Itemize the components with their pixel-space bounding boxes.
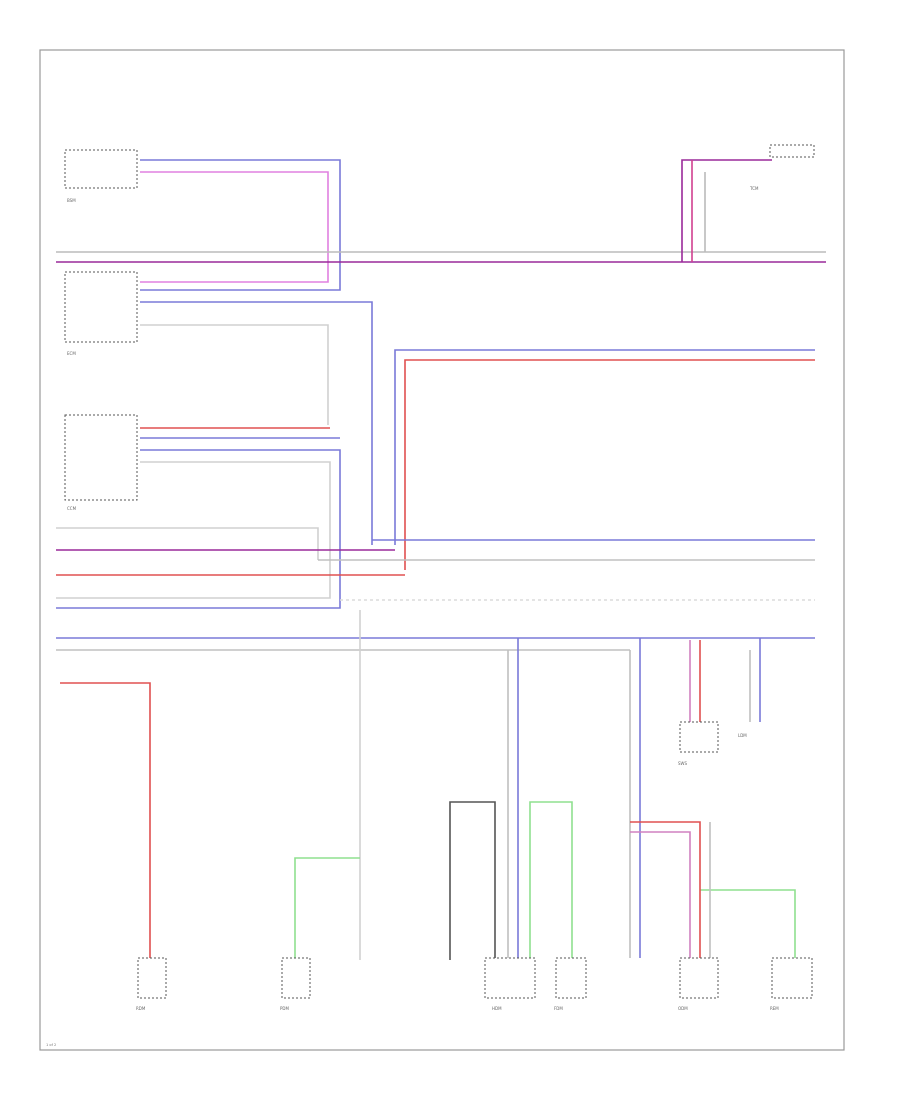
- module-bottom-2: [281, 957, 311, 999]
- module-bottom-1: [137, 957, 167, 999]
- wire-green-loop: [529, 801, 573, 958]
- module-bottom-3-caption: HDM: [492, 1006, 502, 1011]
- wire-red-3: [404, 359, 815, 570]
- wire-red-lower: [630, 821, 701, 958]
- module-top-left-caption: BSM: [67, 198, 76, 203]
- wire-blue-1: [140, 159, 341, 291]
- wire-grey-6: [56, 527, 319, 560]
- module-bottom-4: [555, 957, 587, 999]
- module-top-left: [64, 149, 138, 189]
- module-bottom-2-caption: PDM: [280, 1006, 289, 1011]
- wire-black-loop: [449, 801, 496, 960]
- wire-grey-5: [56, 461, 331, 599]
- wire-blue-3: [394, 349, 815, 545]
- module-top-right-caption: TCM: [749, 186, 759, 191]
- module-mid-left-caption: ECM: [67, 351, 76, 356]
- wire-pink-lower: [630, 831, 691, 958]
- wire-purple-right: [681, 159, 772, 262]
- wire-blue-5: [56, 449, 341, 609]
- wire-green-right: [700, 889, 796, 958]
- wire-green-left: [294, 857, 360, 958]
- module-top-right: [769, 144, 815, 158]
- wire-red-drop: [60, 682, 151, 960]
- module-right-small-1: [679, 721, 719, 753]
- page-label: 1 of 2: [46, 1043, 56, 1047]
- module-lower-left: [64, 414, 138, 501]
- module-bottom-5-caption: ODM: [678, 1006, 688, 1011]
- module-lower-left-caption: CCM: [67, 506, 77, 511]
- module-mid-left: [64, 271, 138, 343]
- diagram-frame: [39, 49, 845, 1051]
- module-bottom-5: [679, 957, 719, 999]
- module-right-small-2-caption: LDM: [738, 733, 747, 738]
- wire-blue-2: [140, 301, 373, 545]
- wire-grey-2: [140, 324, 329, 425]
- module-bottom-1-caption: RDM: [136, 1006, 146, 1011]
- module-bottom-4-caption: FDM: [554, 1006, 563, 1011]
- module-bottom-3: [484, 957, 536, 999]
- module-bottom-6-caption: REM: [770, 1006, 779, 1011]
- wire-pink-1: [140, 171, 329, 283]
- module-right-small-1-caption: SWS: [678, 761, 687, 766]
- module-bottom-6: [771, 957, 813, 999]
